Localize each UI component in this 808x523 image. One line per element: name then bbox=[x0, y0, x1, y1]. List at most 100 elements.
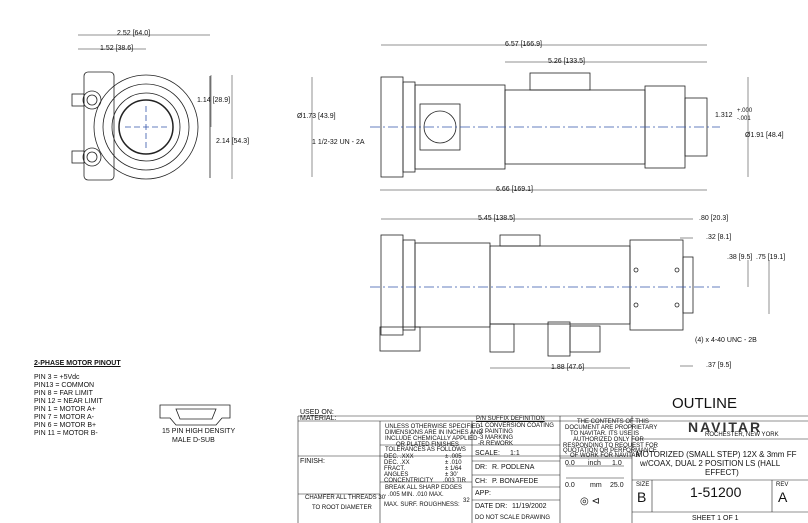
drawn-by: R. PODLENA bbox=[492, 464, 535, 471]
material-label: MATERIAL: bbox=[300, 415, 337, 422]
pin-row: PIN 7 = MOTOR A- bbox=[34, 414, 94, 421]
suffix-heading: P/N SUFFIX DEFINITION bbox=[476, 416, 545, 422]
tol-value: ± .005 bbox=[445, 454, 462, 460]
connector-label-1: 15 PIN HIGH DENSITY bbox=[162, 428, 236, 435]
dim-side-bottom: 6.66 [169.1] bbox=[496, 186, 533, 193]
size-value: B bbox=[637, 489, 647, 505]
ruler-mm-end: 25.0 bbox=[610, 482, 624, 489]
title-block-lines bbox=[297, 415, 808, 523]
checked-by-label: CH: bbox=[475, 478, 488, 485]
company-logo: NAVITAR bbox=[688, 419, 763, 435]
description-line-2: w/COAX, DUAL 2 POSITION LS (HALL bbox=[640, 459, 781, 468]
break-edges: BREAK ALL SHARP EDGES bbox=[385, 485, 463, 491]
checked-by: P. BONAFEDE bbox=[492, 478, 539, 485]
proprietary-line: TO NAVITAR. ITS USE IS bbox=[570, 431, 640, 437]
tol-label: DEC. .XXX bbox=[384, 454, 414, 460]
dim-hole-v2: .75 [19.1] bbox=[756, 254, 786, 261]
note-line: OR PLATED FINISHES bbox=[396, 442, 459, 448]
tol-label: CONCENTRICITY bbox=[384, 478, 434, 484]
pin-row: PIN 1 = MOTOR A+ bbox=[34, 406, 96, 413]
ruler-inch-start: 0.0 bbox=[565, 460, 575, 467]
suffix-item: -2 PAINTING bbox=[478, 429, 513, 435]
surface-roughness: MAX. SURF. ROUGHNESS: bbox=[384, 502, 460, 508]
proprietary-line: DOCUMENT ARE PROPRIETARY bbox=[565, 425, 658, 431]
proprietary-line: AUTHORIZED ONLY FOR bbox=[573, 437, 644, 443]
proprietary-line: OF WORK FOR NAVITAR bbox=[570, 453, 640, 459]
tol-label: FRACT. bbox=[384, 466, 405, 472]
pinout-title: 2-PHASE MOTOR PINOUT bbox=[34, 360, 121, 367]
tol-value: ± 30' bbox=[445, 472, 458, 478]
dsub-connector bbox=[159, 404, 231, 426]
front-view bbox=[71, 71, 211, 181]
suffix-item: -1 CONVERSION COATING bbox=[478, 423, 554, 429]
company-location: ROCHESTER, NEW YORK bbox=[705, 432, 779, 438]
dim-tolerance-minus: -.001 bbox=[737, 116, 751, 122]
ruler-mm-unit: mm bbox=[590, 482, 602, 489]
description-line-3: EFFECT) bbox=[705, 468, 739, 477]
tolerance-heading: TOLERANCES AS FOLLOWS bbox=[385, 447, 466, 453]
size-label: SIZE bbox=[636, 482, 650, 488]
drawing-number: 1-51200 bbox=[690, 484, 742, 500]
tol-label: DEC. .XX bbox=[384, 460, 410, 466]
drawing-type: OUTLINE bbox=[672, 395, 738, 412]
dim-thread: 1 1/2-32 UN - 2A bbox=[312, 139, 365, 146]
finish-label: FINISH: bbox=[300, 458, 325, 465]
scale-label: SCALE: bbox=[475, 450, 500, 457]
tol-value: ± .010 bbox=[445, 460, 462, 466]
dim-front-half: 1.52 [38.6] bbox=[100, 45, 134, 52]
pin-row: PIN13 = COMMON bbox=[34, 382, 95, 389]
break-edges-values: .005 MIN. .010 MAX. bbox=[388, 492, 444, 498]
suffix-item: -3 MARKING bbox=[478, 435, 514, 441]
dim-holes: (4) x 4-40 UNC - 2B bbox=[695, 337, 757, 344]
dim-side-barrel: 5.26 [133.5] bbox=[548, 58, 585, 65]
pin-row: PIN 12 = NEAR LIMIT bbox=[34, 398, 103, 405]
rev-label: REV bbox=[776, 482, 789, 488]
connector-label-2: MALE D-SUB bbox=[172, 437, 215, 444]
proprietary-line: QUOTATION OR PERFORMANCE bbox=[563, 448, 657, 454]
dimension-lines bbox=[78, 34, 770, 369]
dim-front-half-height: 1.14 [28.9] bbox=[197, 97, 231, 104]
projection-symbol-icon: ◎ ⊲ bbox=[580, 496, 600, 507]
ruler-inch-unit: inch bbox=[588, 460, 601, 467]
ruler-inch-end: 1.0 bbox=[612, 460, 622, 467]
note-line: DIMENSIONS ARE IN INCHES AND bbox=[385, 430, 483, 436]
dim-bottom-end: .80 [20.3] bbox=[699, 215, 729, 222]
pin-row: PIN 8 = FAR LIMIT bbox=[34, 390, 93, 397]
pin-row: PIN 11 = MOTOR B- bbox=[34, 430, 98, 437]
proprietary-line: THE CONTENTS OF THIS bbox=[577, 419, 649, 425]
drawn-by-label: DR: bbox=[475, 464, 488, 471]
description-line-1: MOTORIZED (SMALL STEP) 12X & 3mm FF bbox=[636, 450, 797, 459]
dim-bottom-end2: .32 [8.1] bbox=[706, 234, 732, 241]
pin-row: PIN 3 = +5Vdc bbox=[34, 374, 80, 381]
proprietary-line: RESPONDING TO REQUEST FOR bbox=[563, 443, 659, 449]
chamfer-note-2: TO ROOT DIAMETER bbox=[312, 505, 372, 511]
rev-value: A bbox=[778, 489, 788, 505]
approved-label: APP: bbox=[475, 490, 491, 497]
dim-side-overall: 6.57 [166.9] bbox=[505, 41, 542, 48]
dim-side-dia-left: Ø1.73 [43.9] bbox=[297, 113, 336, 120]
dim-hole-v1: .38 [9.5] bbox=[727, 254, 753, 261]
scale-value: 1:1 bbox=[510, 450, 520, 457]
tol-value: ± 1/64 bbox=[445, 466, 462, 472]
ruler-mm-start: 0.0 bbox=[565, 482, 575, 489]
tol-value: .003 TIR bbox=[443, 478, 466, 484]
no-scale-note: DO NOT SCALE DRAWING bbox=[475, 515, 551, 521]
date-value: 11/19/2002 bbox=[512, 503, 547, 510]
dim-tolerance-main: 1.312 bbox=[715, 112, 733, 119]
side-view-bottom bbox=[370, 234, 720, 357]
chamfer-note-1: CHAMFER ALL THREADS 30' bbox=[305, 495, 387, 501]
dim-bottom-overall: 5.45 [138.5] bbox=[478, 215, 515, 222]
sheet-count: SHEET 1 OF 1 bbox=[692, 515, 739, 522]
dim-front-height: 2.14 [54.3] bbox=[216, 138, 250, 145]
dim-hole-h: .37 [9.5] bbox=[706, 362, 732, 369]
pin-row: PIN 6 = MOTOR B+ bbox=[34, 422, 97, 429]
used-on-label: USED ON: bbox=[300, 409, 334, 416]
side-view-top bbox=[370, 72, 720, 178]
dim-front-width: 2.52 [64.0] bbox=[117, 30, 151, 37]
suffix-item: -R REWORK bbox=[478, 441, 513, 447]
date-label: DATE DR: bbox=[475, 503, 508, 510]
surface-roughness-value: 32 bbox=[463, 498, 470, 504]
dim-side-dia-right: Ø1.91 [48.4] bbox=[745, 132, 784, 139]
note-line: UNLESS OTHERWISE SPECIFIED bbox=[385, 424, 481, 430]
